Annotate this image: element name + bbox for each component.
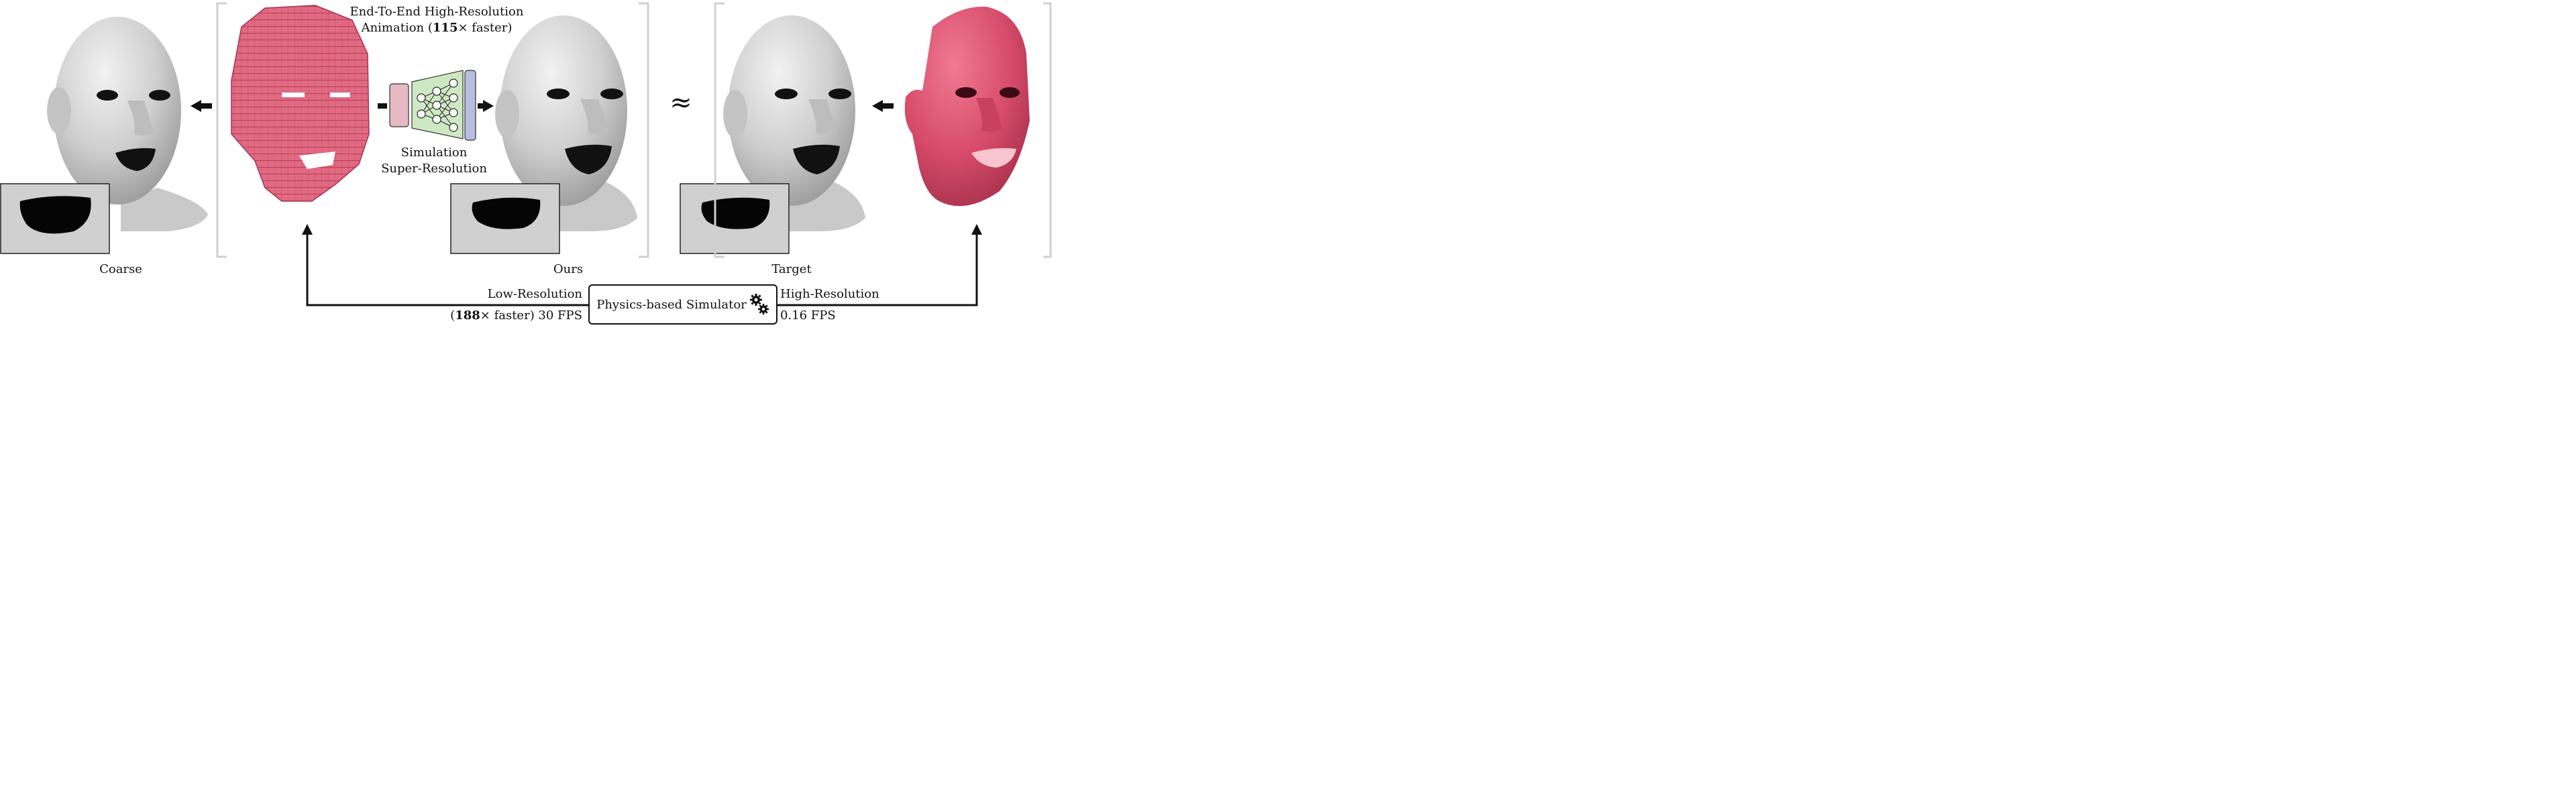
physics-simulator-box: Physics-based Simulator <box>588 284 777 325</box>
end-to-end-title: End-To-End High-Resolution Animation (11… <box>350 4 524 36</box>
end-to-end-bracket <box>216 2 649 258</box>
physics-simulator-label: Physics-based Simulator <box>596 297 747 312</box>
approx-symbol: ≈ <box>669 87 692 118</box>
target-head-render <box>723 15 865 231</box>
arrow-to-coarse <box>191 100 212 112</box>
network-caption-line2: Super-Resolution <box>381 162 487 176</box>
caption-target: Target <box>771 262 812 276</box>
network-caption-line1: Simulation <box>400 146 468 160</box>
end-to-end-title-line2: Animation (115× faster) <box>361 21 513 35</box>
ours-head-render <box>495 15 637 231</box>
high-resolution-arrowhead <box>971 224 982 235</box>
gears-icon <box>749 294 769 314</box>
ours-mouth-inset <box>450 183 560 254</box>
high-resolution-connector <box>777 233 978 306</box>
arrow-network-to-ours <box>478 100 494 112</box>
high-resolution-speed: 0.16 FPS <box>780 308 836 323</box>
voxel-head-render <box>231 5 370 202</box>
target-bracket <box>714 2 1052 258</box>
super-resolution-network <box>389 70 476 141</box>
coarse-mouth-inset <box>0 183 110 254</box>
low-resolution-label: Low-Resolution <box>487 287 582 301</box>
arrow-voxel-to-network <box>378 103 387 109</box>
high-resolution-label: High-Resolution <box>780 287 879 301</box>
high-res-mesh-head-render <box>904 6 1030 207</box>
target-mouth-inset <box>680 183 790 254</box>
coarse-head-render <box>47 17 208 231</box>
caption-ours: Ours <box>553 262 584 276</box>
low-resolution-connector <box>306 233 588 306</box>
diagram-canvas <box>0 2 1052 306</box>
network-caption: Simulation Super-Resolution <box>381 145 487 177</box>
input-block <box>389 83 409 127</box>
low-resolution-arrowhead <box>302 224 313 235</box>
caption-coarse: Coarse <box>99 262 142 276</box>
output-block <box>464 70 476 141</box>
end-to-end-title-line1: End-To-End High-Resolution <box>350 5 524 19</box>
arrow-to-target <box>872 100 894 112</box>
low-resolution-speed: (188× faster) 30 FPS <box>450 308 582 323</box>
